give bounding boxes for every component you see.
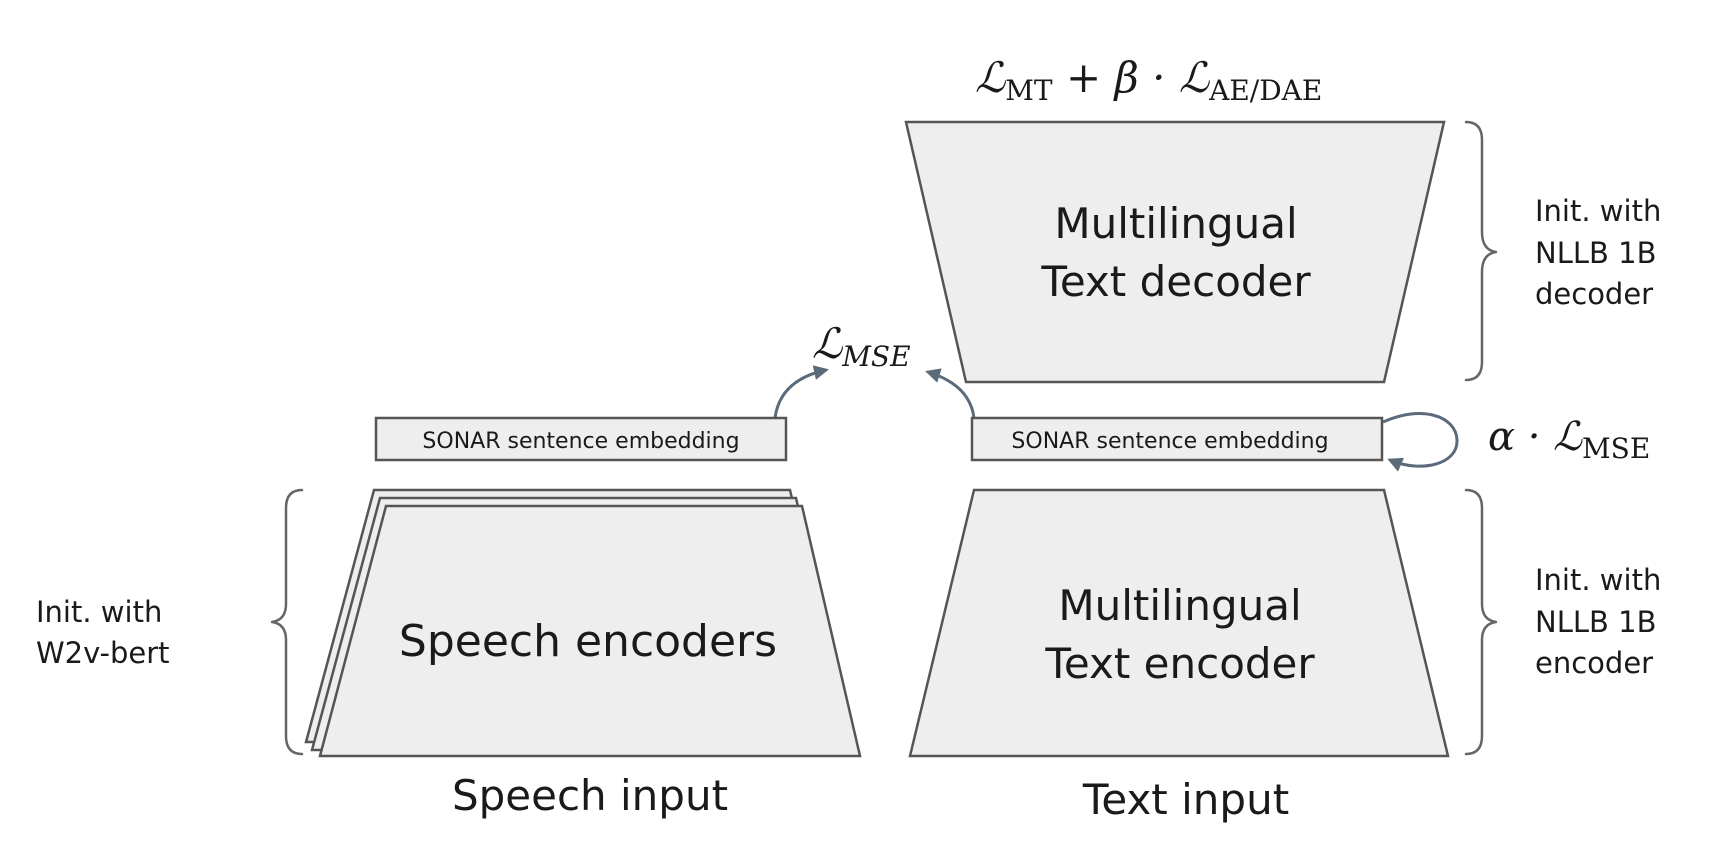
encoder-brace — [1464, 488, 1498, 756]
speech-encoders-label: Speech encoders — [399, 616, 777, 667]
speech-encoder-brace — [270, 488, 304, 756]
sonar-embedding-speech: SONAR sentence embedding — [374, 416, 788, 462]
arrow-text-to-mse — [925, 368, 976, 419]
speech-input-label: Speech input — [452, 771, 728, 820]
speech-init-note-line1: Init. with — [36, 595, 162, 629]
encoder-init-note-line2: NLLB 1B — [1535, 605, 1656, 639]
sonar-embedding-text-label: SONAR sentence embedding — [1011, 429, 1328, 454]
text-input-label: Text input — [1082, 775, 1289, 824]
loss-mse-center: ℒMSE — [812, 319, 911, 373]
text-decoder-label-line2: Text decoder — [1040, 257, 1311, 306]
decoder-init-note-line3: decoder — [1535, 277, 1653, 311]
sonar-embedding-text: SONAR sentence embedding — [970, 416, 1384, 462]
decoder-init-note-line1: Init. with — [1535, 194, 1661, 228]
encoder-init-note-line3: encoder — [1535, 646, 1653, 680]
text-encoder-label-line1: Multilingual — [1058, 581, 1301, 630]
speech-encoders-block: Speech encoders — [304, 488, 862, 758]
loss-mt-ae-formula: ℒMT + β · ℒAE/DAE — [975, 53, 1322, 107]
decoder-init-note-line2: NLLB 1B — [1535, 236, 1656, 270]
text-encoder-label-line2: Text encoder — [1044, 639, 1315, 688]
sonar-embedding-speech-label: SONAR sentence embedding — [422, 429, 739, 454]
decoder-brace — [1464, 120, 1498, 382]
speech-init-note-line2: W2v-bert — [36, 636, 170, 670]
loss-alpha-mse: α · ℒMSE — [1488, 414, 1650, 465]
text-encoder-block: Multilingual Text encoder — [908, 488, 1450, 758]
alpha-mse-loop-arrow — [1382, 412, 1459, 472]
arrow-speech-to-mse — [773, 365, 829, 419]
encoder-init-note-line1: Init. with — [1535, 563, 1661, 597]
text-decoder-block: Multilingual Text decoder — [904, 120, 1446, 384]
text-decoder-label-line1: Multilingual — [1054, 199, 1297, 248]
